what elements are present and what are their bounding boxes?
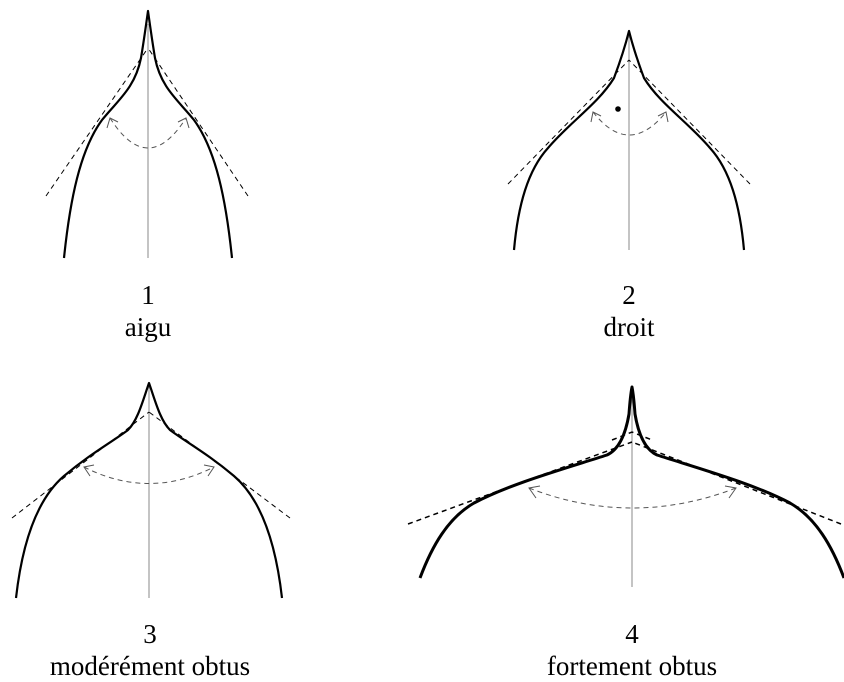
arrowhead-left <box>83 464 95 477</box>
caption-figure-2: 2 droit <box>449 279 809 343</box>
tangent-line-left <box>45 47 149 197</box>
apex-tangent-marks <box>611 431 653 441</box>
arrowhead-left <box>590 111 602 123</box>
angle-arc <box>83 466 215 484</box>
arrowhead-right <box>177 117 190 129</box>
caption-figure-1: 1 aigu <box>0 279 328 343</box>
leaf-outline <box>418 385 844 579</box>
arrowhead-left <box>528 485 541 499</box>
arrowhead-left <box>106 117 119 129</box>
tangent-line-right <box>628 59 751 185</box>
figure-label: modérément obtus <box>49 651 251 681</box>
leaf-outline <box>512 29 746 251</box>
figure-label: fortement obtus <box>546 651 718 681</box>
arrowhead-right <box>657 111 669 123</box>
arrowhead-right <box>724 485 737 499</box>
right-angle-dot <box>615 106 621 112</box>
arrowhead-right <box>203 464 215 477</box>
tangent-line-left <box>507 59 630 185</box>
angle-arc <box>592 111 667 136</box>
tangent-line-right <box>148 411 291 519</box>
figure-number: 3 <box>143 619 157 649</box>
leaf-outline <box>62 9 234 259</box>
caption-figure-3: 3 modérément obtus <box>0 618 330 682</box>
angle-arc <box>109 117 187 149</box>
tangent-line-left <box>11 411 150 519</box>
tangent-line-right <box>631 441 842 525</box>
caption-figure-4: 4 fortement obtus <box>452 618 812 682</box>
figure-number: 1 <box>141 280 155 310</box>
figure-label: aigu <box>124 312 172 342</box>
leaf-outline <box>14 381 284 599</box>
figure-number: 2 <box>622 280 636 310</box>
figure-number: 4 <box>625 619 639 649</box>
figure-label: droit <box>603 312 655 342</box>
tangent-line-right <box>147 47 249 197</box>
